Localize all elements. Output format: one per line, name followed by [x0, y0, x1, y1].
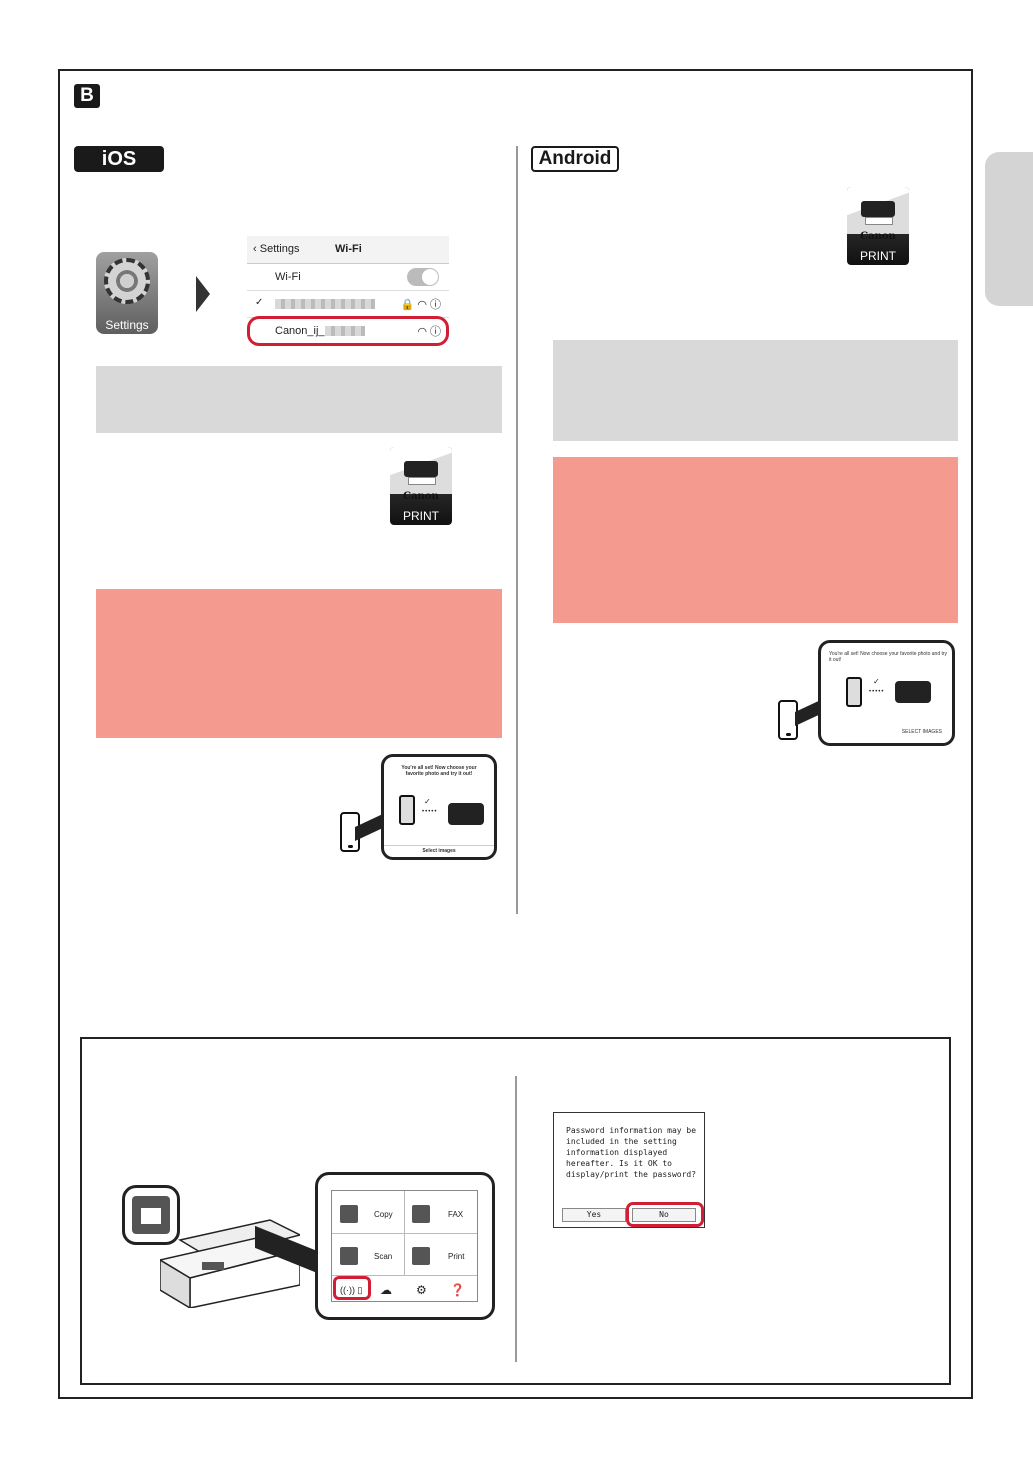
back-button[interactable]: ‹ Settings	[253, 243, 300, 255]
screen-message: You're all set! Now choose your favorite…	[829, 651, 948, 663]
wifi-network-row-canon[interactable]: Canon_ij_ ◠ ⓘ	[247, 318, 449, 344]
print-icon	[412, 1247, 430, 1265]
no-button[interactable]: No	[632, 1208, 696, 1222]
wifi-toggle-row: Wi-Fi	[247, 264, 449, 291]
wifi-network-row-blurred[interactable]: ✓ 🔒 ◠ ⓘ	[247, 291, 449, 318]
yes-button[interactable]: Yes	[562, 1208, 626, 1222]
password-dialog: Password information may be included in …	[553, 1112, 705, 1228]
canon-print-app-icon-android[interactable]: Canon PRINT	[847, 187, 909, 265]
column-divider	[516, 146, 518, 914]
check-icon: ✓	[424, 797, 431, 806]
select-images-button[interactable]: Select images	[384, 845, 494, 854]
app-label: PRINT	[860, 249, 896, 263]
arrow-right-icon	[196, 276, 210, 312]
wifi-info-icon: ◠ ⓘ	[417, 326, 441, 338]
blurred-network-suffix	[325, 326, 365, 336]
canon-network-name: Canon_ij_	[275, 325, 325, 337]
app-brand: Canon	[860, 231, 896, 242]
settings-icon-label: Settings	[105, 318, 149, 332]
wifi-toggle[interactable]	[407, 268, 439, 286]
mini-printer-icon	[448, 803, 484, 825]
wifi-toggle-label: Wi-Fi	[275, 271, 301, 283]
ios-note-box	[96, 366, 502, 433]
wireless-icon[interactable]: ((·)) ▯	[340, 1285, 363, 1295]
canon-print-app-icon-ios[interactable]: Canon PRINT	[390, 447, 452, 525]
app-brand: Canon	[403, 491, 439, 502]
scan-icon	[340, 1247, 358, 1265]
printer-icon	[861, 201, 895, 217]
home-icon[interactable]	[132, 1196, 170, 1234]
gear-icon	[104, 258, 150, 304]
dots: •••••	[869, 689, 885, 695]
canon-network-highlight	[247, 316, 449, 346]
ios-warning-box	[96, 589, 502, 738]
wifi-title: Wi-Fi	[335, 243, 362, 255]
lock-wifi-info-icon: 🔒 ◠ ⓘ	[400, 299, 441, 311]
wifi-header: ‹ Settings Wi-Fi	[247, 236, 449, 264]
wireless-highlight	[333, 1276, 371, 1300]
settings-icon[interactable]: Settings	[96, 252, 158, 334]
blurred-network-name	[275, 299, 375, 309]
copy-icon	[340, 1205, 358, 1223]
dots: •••••	[422, 809, 438, 815]
wifi-settings-panel: ‹ Settings Wi-Fi Wi-Fi ✓ 🔒 ◠ ⓘ Canon_ij_…	[247, 236, 449, 352]
menu-copy[interactable]: Copy	[374, 1210, 393, 1219]
android-app-screen: You're all set! Now choose your favorite…	[818, 640, 955, 746]
bottom-divider	[515, 1076, 517, 1362]
cloud-icon[interactable]: ☁	[380, 1283, 392, 1297]
section-badge: B	[74, 84, 100, 108]
printer-icon	[404, 461, 438, 477]
printer-home-menu: Copy FAX Scan Print ((·)) ▯ ☁ ⚙ ❓	[331, 1190, 478, 1302]
dialog-message: Password information may be included in …	[566, 1126, 697, 1179]
menu-scan[interactable]: Scan	[374, 1252, 393, 1261]
settings-gear-icon[interactable]: ⚙	[416, 1283, 427, 1297]
mini-phone-icon	[399, 795, 415, 825]
select-images-button[interactable]: SELECT IMAGES	[901, 729, 942, 735]
no-button-highlight	[626, 1202, 704, 1227]
menu-print[interactable]: Print	[448, 1252, 465, 1261]
android-tag: Android	[531, 146, 619, 172]
side-tab	[985, 152, 1033, 306]
menu-fax[interactable]: FAX	[448, 1210, 464, 1219]
help-icon[interactable]: ❓	[450, 1283, 465, 1297]
back-label: Settings	[259, 243, 300, 255]
section-b-frame	[58, 69, 973, 1399]
android-warning-box	[553, 457, 958, 623]
ios-tag: iOS	[74, 146, 164, 172]
check-icon: ✓	[873, 677, 880, 686]
ios-app-screen: You're all set! Now choose your favorite…	[381, 754, 497, 860]
android-note-box	[553, 340, 958, 441]
mini-phone-icon	[846, 677, 862, 707]
check-icon: ✓	[255, 297, 264, 308]
fax-icon	[412, 1205, 430, 1223]
printer-panel-frame	[80, 1037, 951, 1385]
screen-message: You're all set! Now choose your favorite…	[401, 765, 477, 777]
app-label: PRINT	[403, 509, 439, 523]
printer-illustration	[160, 1219, 300, 1308]
mini-printer-icon	[895, 681, 931, 703]
